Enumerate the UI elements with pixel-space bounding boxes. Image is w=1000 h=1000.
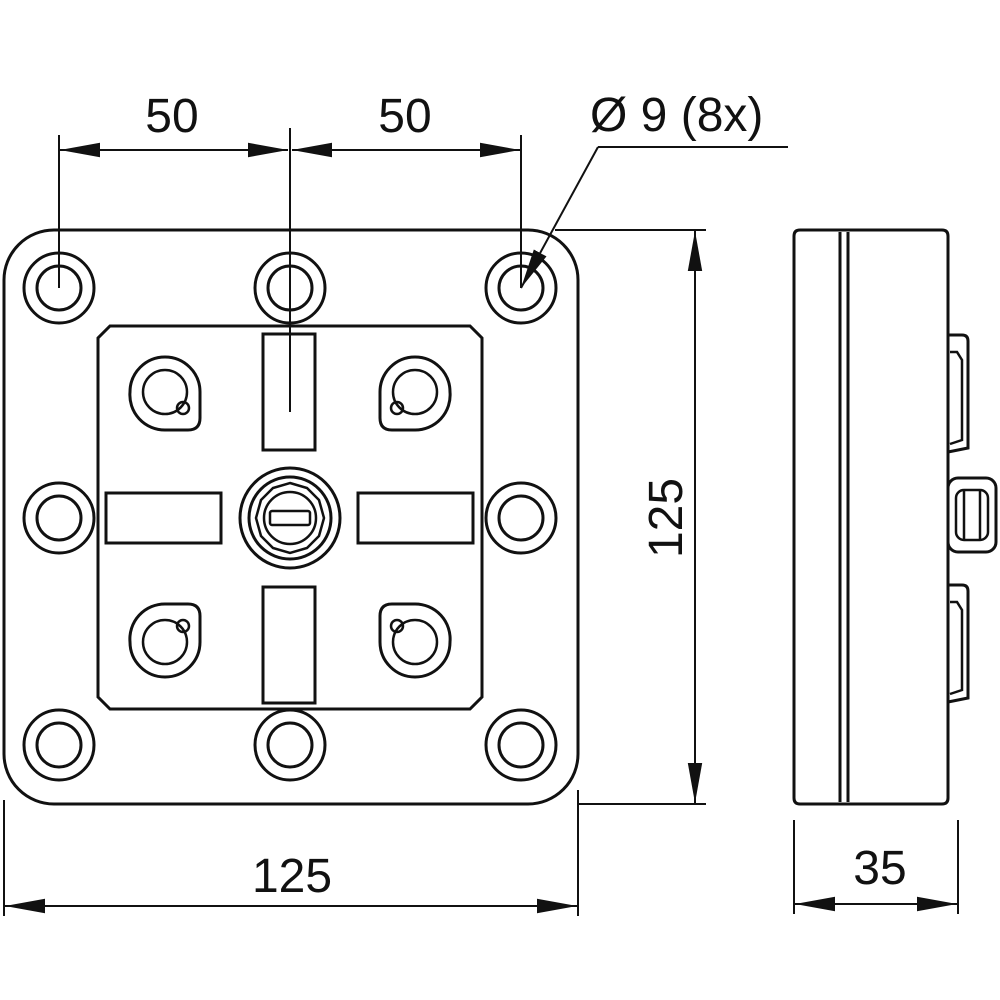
corner-lug-top-right [378,355,452,432]
dim-text-top-left: 50 [145,90,198,143]
mounting-hole-bottom-left [22,708,96,782]
corner-lug-bottom-left [128,602,202,679]
mounting-hole-middle-left [22,481,96,555]
side-terminal-clip-bottom [947,583,970,704]
mounting-hole-middle-right [484,481,558,555]
mounting-hole-bottom-center [253,708,327,782]
dim-text-height: 125 [640,478,693,558]
terminal-slot-right [356,491,475,545]
hole-callout-text: Ø 9 (8x) [590,89,763,142]
mounting-hole-bottom-right [484,708,558,782]
dim-text-width: 125 [252,850,332,903]
terminal-slot-bottom [261,585,317,705]
mounting-holes [22,251,558,782]
corner-lug-bottom-right [378,602,452,679]
side-body-outline [792,228,950,806]
side-view: 35 [792,228,998,914]
dim-text-top-right: 50 [378,90,431,143]
center-screw [238,466,342,570]
side-terminal-clip-top [947,333,970,454]
side-screw-profile [946,476,998,554]
corner-lug-top-left [128,355,202,432]
junction-box-body [96,324,484,711]
front-dimensions: 50 50 Ø 9 (8x) 125 125 [3,89,788,916]
dim-text-depth: 35 [853,842,906,895]
terminal-slot-left [104,491,223,545]
